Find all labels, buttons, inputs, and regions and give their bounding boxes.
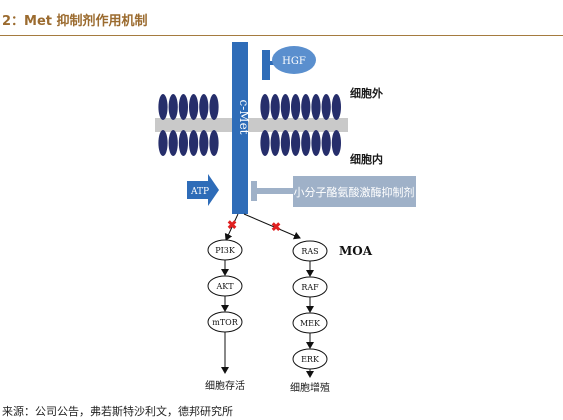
c-met-receptor: c-Met [232,42,251,214]
cell-survival-label: 细胞存活 [205,379,245,392]
lipid-head-inner-10 [301,130,311,156]
block-mark-right: ✖ [271,220,281,234]
lipid-head-inner-12 [321,130,331,156]
lipid-head-inner-7 [270,130,280,156]
receptor-label: c-Met [237,100,251,135]
atp-arrow-shape [187,174,219,206]
pi3k-node-label-mtor: mTOR [212,318,238,327]
atp-arrow: ATP [187,174,219,206]
tki-inhibitor: 小分子酪氨酸激酶抑制剂 [251,176,416,207]
report-header: 2：Met 抑制剂作用机制 [0,0,563,36]
inhibitor-tbar-vertical [251,181,257,201]
report-footer: 来源：公司公告，弗若斯特沙利文，德邦研究所 [0,402,563,420]
lipid-bilayer [158,94,341,156]
lipid-head-inner-9 [291,130,301,156]
met-inhibitor-diagram: HGF c-Met 细胞外 细胞内 ATP 小分子酪氨酸激酶抑制剂 ✖ ✖ MO… [155,42,416,394]
lipid-head-outer-11 [311,94,321,120]
ras-node-label-erk: ERK [301,355,320,364]
lipid-head-outer-2 [178,94,188,120]
lipid-head-inner-6 [260,130,270,156]
ras-pathway: RAS RAF MEK ERK [292,240,328,378]
ras-node-label-raf: RAF [301,283,319,292]
inhibitor-label: 小分子酪氨酸激酶抑制剂 [294,185,415,199]
lipid-head-outer-9 [291,94,301,120]
cell-membrane [155,94,348,156]
lipid-head-outer-3 [189,94,199,120]
lipid-head-outer-6 [260,94,270,120]
lipid-head-outer-1 [168,94,178,120]
signal-branches: ✖ ✖ [224,213,301,241]
header-rule [0,35,563,36]
lipid-head-outer-7 [270,94,280,120]
lipid-head-outer-4 [199,94,209,120]
hgf-ligand: HGF [262,46,316,80]
lipid-head-inner-5 [209,130,219,156]
lipid-head-inner-8 [280,130,290,156]
moa-label: MOA [339,244,373,258]
ras-node-label-ras: RAS [301,247,318,256]
hgf-oval [272,46,316,74]
intracellular-label: 细胞内 [350,152,383,166]
lipid-head-inner-1 [168,130,178,156]
atp-label: ATP [190,187,209,197]
lipid-head-outer-13 [331,94,341,120]
inhibitor-box [293,176,416,207]
branch-left [224,213,239,241]
lipid-head-inner-0 [158,130,168,156]
pi3k-node-label-akt: AKT [215,282,234,291]
lipid-head-inner-13 [331,130,341,156]
extracellular-label: 细胞外 [350,86,383,100]
hgf-label: HGF [282,56,306,67]
lipid-head-inner-2 [178,130,188,156]
lipid-head-outer-12 [321,94,331,120]
figure-title: 2：Met 抑制剂作用机制 [2,14,148,29]
pi3k-node-label-pi3k: PI3K [215,246,236,255]
inhibitor-tbar-stem [257,188,293,194]
lipid-head-outer-10 [301,94,311,120]
pi3k-pathway: PI3K AKT mTOR [207,239,243,374]
lipid-head-outer-8 [280,94,290,120]
ras-node-label-mek: MEK [300,319,321,328]
branch-right [243,213,301,240]
lipid-head-inner-3 [189,130,199,156]
block-mark-left: ✖ [227,218,237,232]
receptor-bar [232,42,248,214]
lipid-head-inner-11 [311,130,321,156]
membrane-core-band [155,118,348,132]
lipid-head-outer-5 [209,94,219,120]
lipid-head-outer-0 [158,94,168,120]
cell-proliferation-label: 细胞增殖 [290,381,330,394]
lipid-head-inner-4 [199,130,209,156]
source-note: 来源：公司公告，弗若斯特沙利文，德邦研究所 [2,405,233,418]
